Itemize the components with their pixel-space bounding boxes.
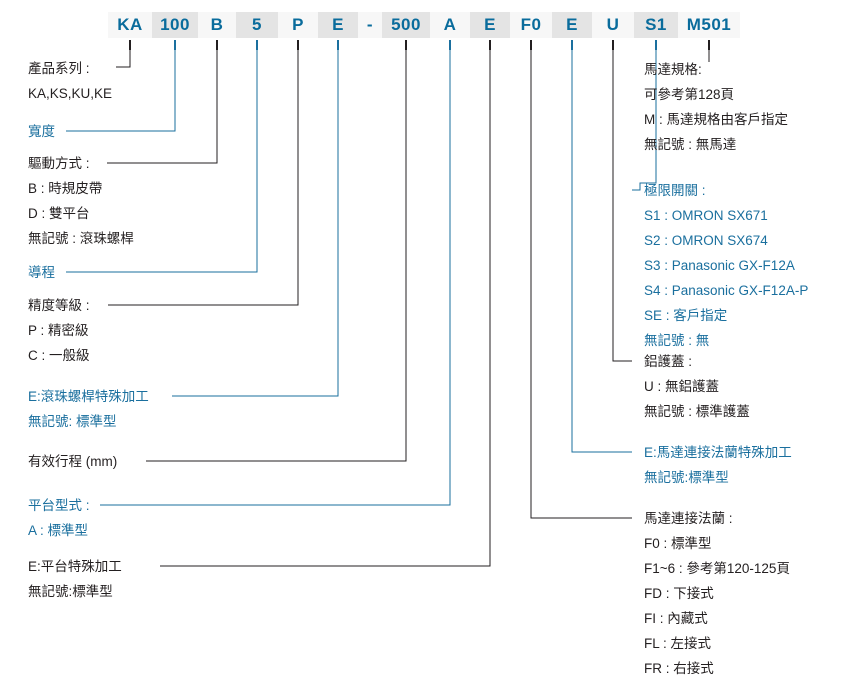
label-motor-spec-line-2: 無記號 : 無馬達 — [644, 137, 737, 152]
label-aluminium-cover-title: 鋁護蓋 : — [644, 354, 693, 369]
label-aluminium-cover: 鋁護蓋 : U : 無鋁護蓋 無記號 : 標準護蓋 — [644, 349, 750, 424]
label-table-special: E:平台特殊加工 無記號:標準型 — [28, 554, 122, 604]
code-segment-S1: S1 — [634, 12, 678, 38]
label-limit-switch-line-4: SE : 客戶指定 — [644, 308, 728, 323]
label-motor-flange-line-0: F0 : 標準型 — [644, 536, 712, 551]
label-accuracy-grade-line-1: C : 一般級 — [28, 348, 90, 363]
label-limit-switch-line-2: S3 : Panasonic GX-F12A — [644, 258, 795, 273]
label-motor-flange-line-4: FL : 左接式 — [644, 636, 712, 651]
label-drive-type-line-1: D : 雙平台 — [28, 206, 90, 221]
label-motor-spec-line-0: 可參考第128頁 — [644, 87, 735, 102]
label-product-series: 產品系列 : KA,KS,KU,KE — [28, 56, 112, 106]
label-width-title: 寬度 — [28, 124, 55, 139]
label-accuracy-grade-line-0: P : 精密級 — [28, 323, 89, 338]
code-segment-M501: M501 — [678, 12, 740, 38]
code-segment-P: P — [278, 12, 318, 38]
label-aluminium-cover-line-0: U : 無鋁護蓋 — [644, 379, 720, 394]
code-segment-A: A — [430, 12, 470, 38]
label-ballscrew-special-line-0: 無記號: 標準型 — [28, 414, 117, 429]
code-segment-: - — [358, 12, 382, 38]
label-table-special-line-0: 無記號:標準型 — [28, 584, 113, 599]
label-table-type: 平台型式 : A : 標準型 — [28, 493, 90, 543]
code-segment-U: U — [592, 12, 634, 38]
label-motor-spec-line-1: M : 馬達規格由客戶指定 — [644, 112, 788, 127]
label-lead: 導程 — [28, 260, 55, 285]
label-width: 寬度 — [28, 119, 55, 144]
label-flange-special: E:馬達連接法蘭特殊加工 無記號:標準型 — [644, 440, 792, 490]
label-ballscrew-special: E:滾珠螺桿特殊加工 無記號: 標準型 — [28, 384, 149, 434]
label-ballscrew-special-title: E:滾珠螺桿特殊加工 — [28, 389, 149, 404]
label-limit-switch-line-3: S4 : Panasonic GX-F12A-P — [644, 283, 809, 298]
label-drive-type-line-0: B : 時規皮帶 — [28, 181, 103, 196]
code-segment-E: E — [470, 12, 510, 38]
label-limit-switch: 極限開關 : S1 : OMRON SX671 S2 : OMRON SX674… — [644, 178, 808, 353]
label-product-series-title: 產品系列 : — [28, 61, 90, 76]
label-accuracy-grade: 精度等級 : P : 精密級 C : 一般級 — [28, 293, 90, 368]
label-drive-type-line-2: 無記號 : 滾珠螺桿 — [28, 231, 134, 246]
label-product-series-line-0: KA,KS,KU,KE — [28, 86, 113, 101]
label-limit-switch-title: 極限開關 : — [644, 183, 706, 198]
code-segment-100: 100 — [152, 12, 198, 38]
code-segment-B: B — [198, 12, 236, 38]
label-drive-type: 驅動方式 : B : 時規皮帶 D : 雙平台 無記號 : 滾珠螺桿 — [28, 151, 134, 251]
label-table-type-title: 平台型式 : — [28, 498, 90, 513]
label-aluminium-cover-line-1: 無記號 : 標準護蓋 — [644, 404, 750, 419]
label-motor-flange-line-5: FR : 右接式 — [644, 661, 714, 676]
label-lead-title: 導程 — [28, 265, 55, 280]
label-limit-switch-line-0: S1 : OMRON SX671 — [644, 208, 768, 223]
label-motor-flange-line-2: FD : 下接式 — [644, 586, 714, 601]
label-motor-flange-title: 馬達連接法蘭 : — [644, 511, 733, 526]
code-segment-E: E — [552, 12, 592, 38]
label-flange-special-line-0: 無記號:標準型 — [644, 470, 729, 485]
label-effective-stroke: 有效行程 (mm) — [28, 449, 117, 474]
label-flange-special-title: E:馬達連接法蘭特殊加工 — [644, 445, 792, 460]
label-accuracy-grade-title: 精度等級 : — [28, 298, 90, 313]
label-motor-flange-line-1: F1~6 : 參考第120-125頁 — [644, 561, 790, 576]
label-motor-flange-line-3: FI : 內藏式 — [644, 611, 708, 626]
label-table-type-line-0: A : 標準型 — [28, 523, 89, 538]
code-segment-KA: KA — [108, 12, 152, 38]
label-motor-flange: 馬達連接法蘭 : F0 : 標準型 F1~6 : 參考第120-125頁 FD … — [644, 506, 790, 681]
label-effective-stroke-title: 有效行程 (mm) — [28, 454, 118, 469]
label-table-special-title: E:平台特殊加工 — [28, 559, 122, 574]
code-segment-F0: F0 — [510, 12, 552, 38]
code-segment-500: 500 — [382, 12, 430, 38]
label-drive-type-title: 驅動方式 : — [28, 156, 90, 171]
label-motor-spec: 馬達規格: 可參考第128頁 M : 馬達規格由客戶指定 無記號 : 無馬達 — [644, 57, 788, 157]
label-limit-switch-line-5: 無記號 : 無 — [644, 333, 710, 348]
label-limit-switch-line-1: S2 : OMRON SX674 — [644, 233, 768, 248]
code-segment-5: 5 — [236, 12, 278, 38]
label-motor-spec-title: 馬達規格: — [644, 62, 702, 77]
code-segment-E: E — [318, 12, 358, 38]
